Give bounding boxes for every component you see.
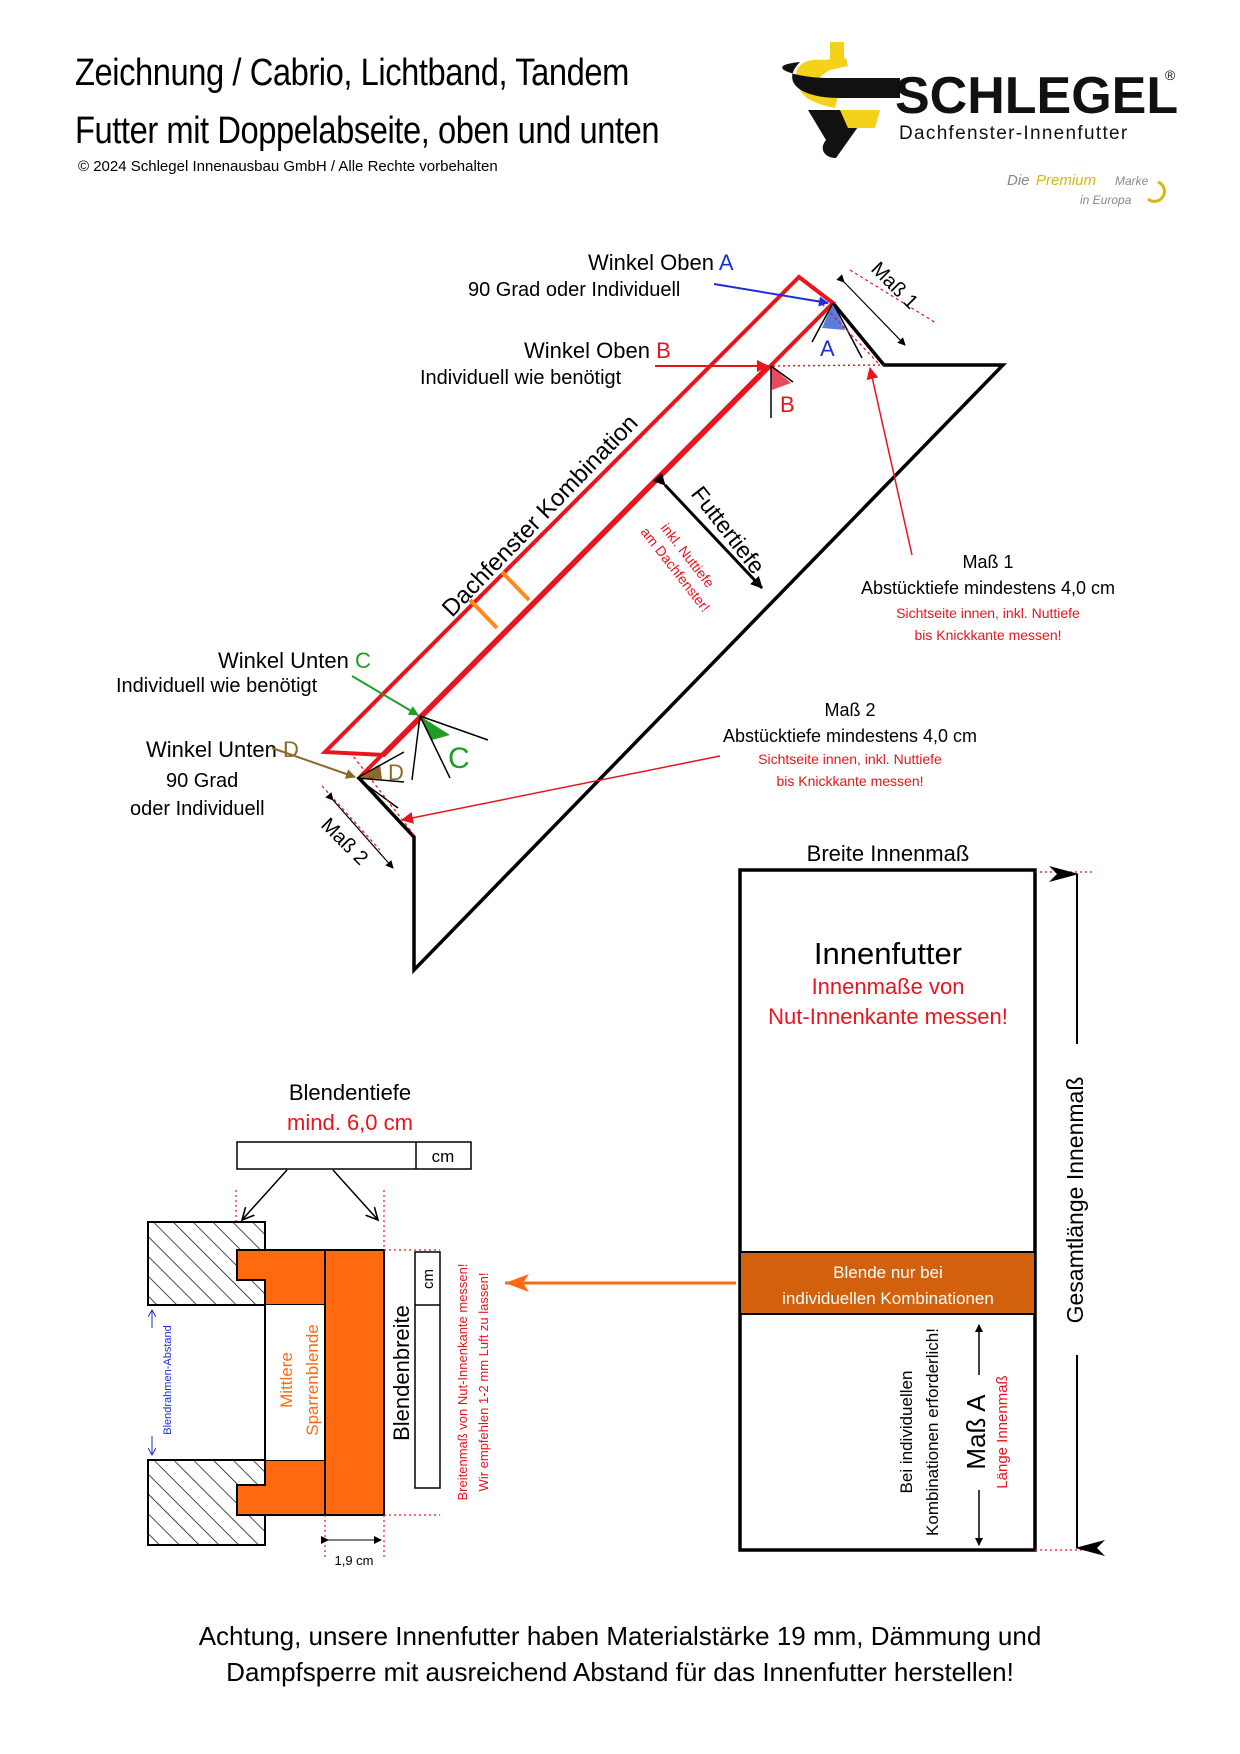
logo-subtitle: Dachfenster-Innenfutter [899,123,1129,144]
logo-tagline-1: Die [1007,172,1030,189]
mass1-note-1: Sichtseite innen, inkl. Nuttiefe [896,605,1080,621]
logo-tagline-3: in Europa [1080,193,1132,207]
angle-c-label-2: Individuell wie benötigt [116,675,318,697]
middle-board-label-1: Mittlere [277,1352,296,1408]
blende-depth-min: mind. 6,0 cm [287,1110,413,1135]
footer-line-1: Achtung, unsere Innenfutter haben Materi… [198,1621,1042,1651]
blende-depth-unit: cm [432,1147,455,1166]
blende-depth-input-box [236,1141,472,1170]
blende-board [324,1249,385,1516]
blende-width-note-2: Wir empfehlen 1-2 mm Luft zu lassen! [476,1273,491,1492]
angle-c-pointer [351,675,419,716]
innenfutter-frame [738,868,1037,1552]
blende-width-unit: cm [420,1269,437,1289]
joint-line-2 [500,570,531,602]
angle-d-label-2: 90 Grad [166,770,238,792]
mass1-title: Maß 1 [962,552,1013,572]
mass-a-note: Länge Innenmaß [994,1375,1011,1488]
blende-depth-title: Blendentiefe [289,1080,411,1105]
angle-b-label-2: Individuell wie benötigt [420,367,622,389]
angle-a-pointer [713,283,829,307]
side-note-2: Kombinationen erforderlich! [923,1328,942,1536]
futtertiefe-arrow [653,472,764,590]
mass1-tag: Maß 1 [866,258,922,314]
footer-line-2: Dampfsperre mit ausreichend Abstand für … [226,1657,1014,1687]
angle-a-label-2: 90 Grad oder Individuell [468,279,680,301]
mass2-note-2: bis Knickkante messen! [776,773,923,789]
mass2-tag: Maß 2 [316,814,372,870]
blende-text-2: individuellen Kombinationen [782,1289,994,1308]
mass2-text: Abstücktiefe mindestens 4,0 cm [723,726,977,746]
angle-b-label-1: Winkel Oben B [524,338,671,363]
blende-band [739,1251,1036,1315]
angle-c-wedge [420,716,450,740]
angle-b-wedge [771,366,791,390]
logo-registered: ® [1165,67,1176,83]
logo-tagline-2: Marke [1115,174,1149,188]
angle-d-label-1: Winkel Unten D [146,737,299,762]
thickness-label: 1,9 cm [334,1553,373,1568]
logo-mark [782,42,900,158]
logo-brand: SCHLEGEL [895,67,1178,125]
logo-tagline-premium: Premium [1036,172,1096,189]
mass2-pointer [401,755,721,824]
copyright: © 2024 Schlegel Innenausbau GmbH / Alle … [78,158,498,175]
angle-b-marker: B [780,392,795,417]
blende-detail: Blendentiefe mind. 6,0 cm cm Blendrahmen… [147,1080,491,1568]
footer-note: Achtung, unsere Innenfutter haben Materi… [0,1618,1240,1690]
total-length-label: Gesamtlänge Innenmaß [1062,1077,1088,1324]
side-note-1: Bei individuellen [897,1371,916,1494]
blende-width-label: Blendenbreite [389,1305,414,1441]
mass1-note-2: bis Knickkante messen! [914,627,1061,643]
window-label: Dachfenster Kombination [437,410,644,623]
roof-outline [356,301,1008,975]
section-view: A B C D Maß 1 Maß 2 Futtertiefe inkl. Nu… [116,250,1115,975]
logo: SCHLEGEL ® Dachfenster-Innenfutter Die P… [782,42,1178,207]
title-line-2: Futter mit Doppelabseite, oben und unten [75,110,660,152]
mass-a-label: Maß A [961,1394,991,1470]
mass2-note-1: Sichtseite innen, inkl. Nuttiefe [758,751,942,767]
top-edge-dotted [767,364,885,367]
title-line-1: Zeichnung / Cabrio, Lichtband, Tandem [75,52,629,94]
middle-board-label-2: Sparrenblende [303,1324,322,1436]
frame-distance-label: Blendrahmen-Abstand [162,1325,174,1434]
blende-text-1: Blende nur bei [833,1263,943,1282]
front-view: Breite Innenmaß Innenfutter Innenmaße vo… [738,841,1105,1556]
innenfutter-note-2: Nut-Innenkante messen! [768,1004,1008,1029]
angle-c-marker: C [448,742,470,775]
width-label: Breite Innenmaß [807,841,970,866]
angle-a-marker: A [820,336,835,361]
blende-width-input-box [414,1251,441,1489]
mass1-pointer [866,367,913,556]
angle-c-label-1: Winkel Unten C [218,648,371,673]
blende-width-note-1: Breitenmaß von Nut-Innenkante messen! [455,1263,470,1500]
angle-d-marker: D [388,760,404,785]
innenfutter-note-1: Innenmaße von [812,974,965,999]
joint-line-1 [468,598,499,630]
angle-a-label-1: Winkel Oben A [588,250,734,275]
innenfutter-title: Innenfutter [814,936,962,971]
logo-swoosh-icon [1147,180,1166,203]
window-frame-inner [358,364,770,779]
mass1-text: Abstücktiefe mindestens 4,0 cm [861,578,1115,598]
angle-d-label-3: oder Individuell [130,798,265,820]
angle-d-pointer [271,747,356,779]
mass2-title: Maß 2 [824,700,875,720]
